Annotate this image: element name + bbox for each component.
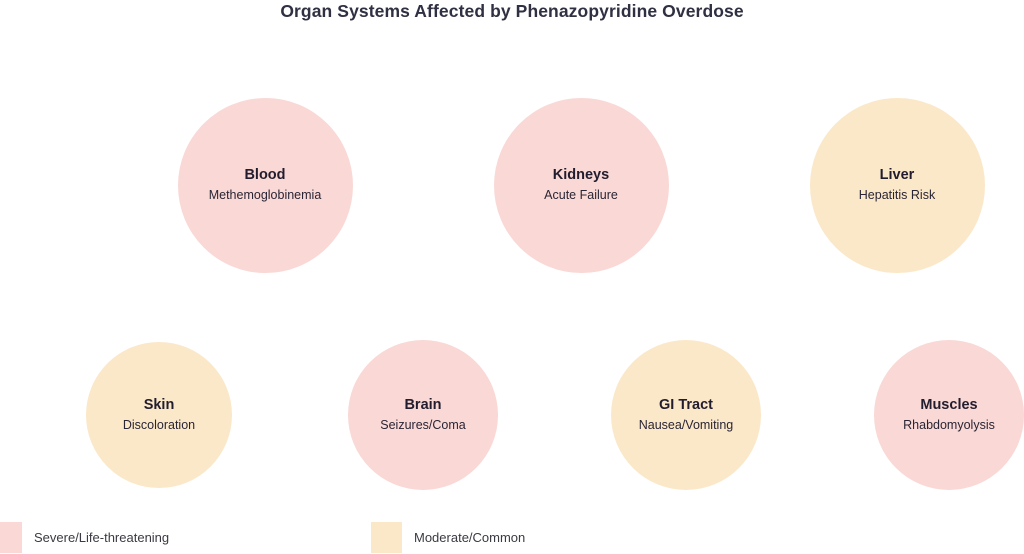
- chart-title: Organ Systems Affected by Phenazopyridin…: [280, 1, 744, 21]
- legend-label: Moderate/Common: [414, 530, 526, 545]
- bubble-sublabel: Methemoglobinemia: [208, 188, 322, 203]
- bubble-sublabel: Seizures/Coma: [380, 418, 466, 433]
- bubble-label: Brain: [404, 397, 442, 414]
- legend-item-severe-life-threatening[interactable]: Severe/Life-threatening: [0, 522, 169, 553]
- bubble-sublabel: Hepatitis Risk: [858, 188, 936, 203]
- bubble-sublabel: Nausea/Vomiting: [638, 418, 734, 433]
- bubble-label: Liver: [879, 167, 915, 184]
- bubble-label: GI Tract: [659, 397, 713, 414]
- legend-item-moderate-common[interactable]: Moderate/Common: [371, 522, 525, 553]
- bubble-label: Kidneys: [552, 167, 610, 184]
- bubble-sublabel: Acute Failure: [544, 188, 618, 203]
- legend-swatch: [0, 522, 22, 553]
- bubble-label: Blood: [244, 167, 286, 184]
- legend-swatch: [371, 522, 402, 553]
- legend-label: Severe/Life-threatening: [34, 530, 170, 545]
- chart-legend: Severe/Life-threatening Moderate/Common: [0, 512, 1024, 554]
- bubble-sublabel: Rhabdomyolysis: [903, 418, 995, 433]
- bubble-label: Skin: [143, 397, 175, 414]
- bubble-sublabel: Discoloration: [122, 418, 196, 433]
- bubble-label: Muscles: [920, 397, 978, 414]
